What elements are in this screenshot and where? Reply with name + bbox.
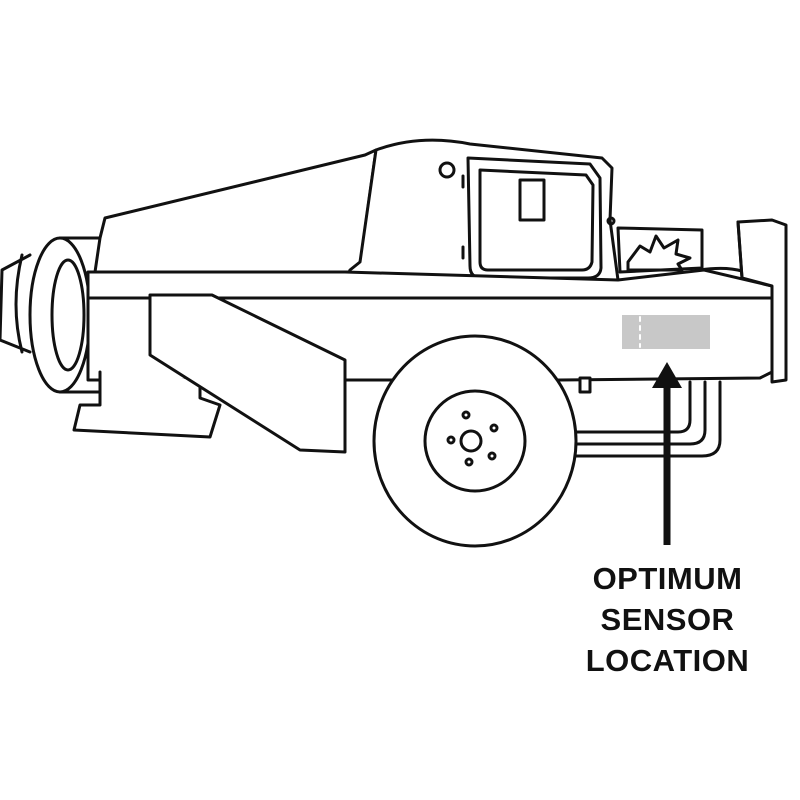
callout-line-1: OPTIMUM [592,561,743,596]
rear-post [736,218,788,384]
operator-cab [343,138,620,284]
diagonal-arm [148,293,347,454]
wheel [372,334,578,548]
front-nose-cone [0,253,32,354]
front-skid [72,370,222,439]
cab-light [438,161,456,179]
engine-box [616,226,704,274]
callout-label: OPTIMUM SENSOR LOCATION [560,558,775,681]
cab-rear-window [518,178,546,222]
sensor-location-marker [622,315,710,349]
hydraulic-pipes [573,376,722,458]
callout-line-3: LOCATION [585,643,750,678]
upper-cowling [93,148,378,274]
callout-line-2: SENSOR [600,602,735,637]
callout-arrow [652,362,682,545]
burst-icon [626,234,692,272]
